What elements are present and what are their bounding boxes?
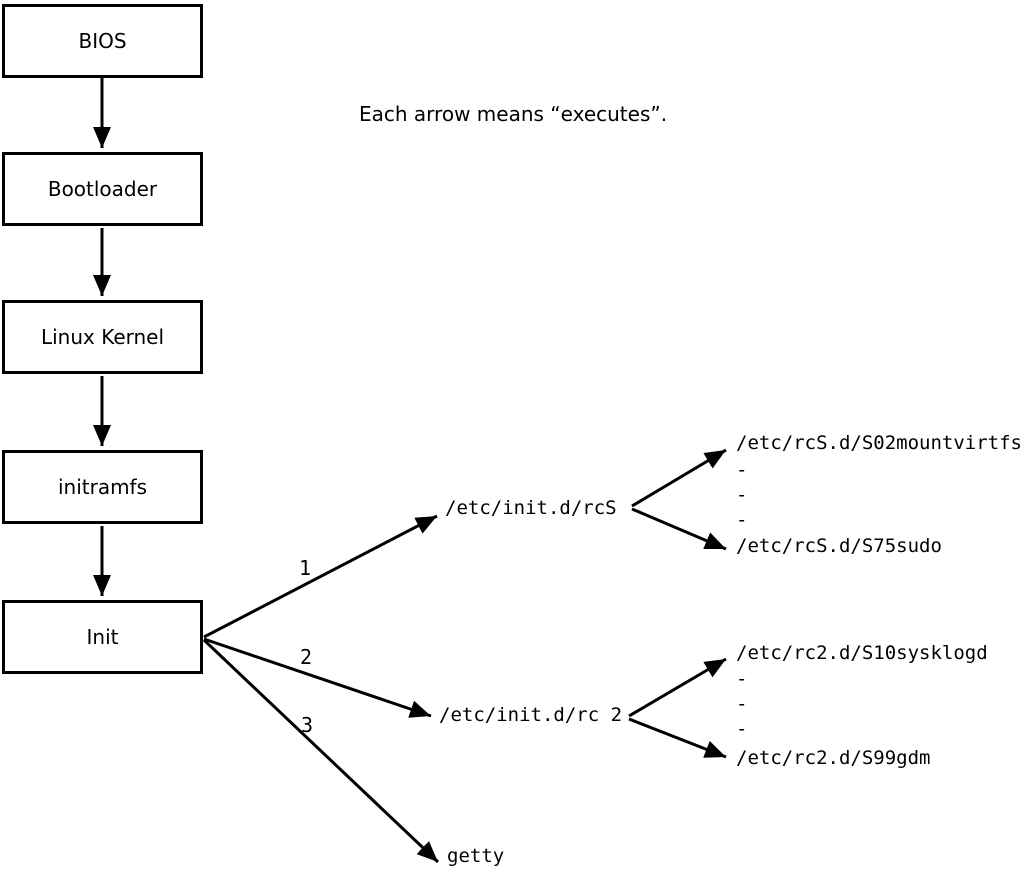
rc2-script-label: /etc/init.d/rc 2 <box>439 704 623 726</box>
rcs-ellipsis-dash: - <box>736 484 748 506</box>
rc2-child-last: /etc/rc2.d/S99gdm <box>736 747 931 769</box>
rc2-ellipsis-dash: - <box>736 693 748 715</box>
arrow-rcs-to-s02mountvirtfs <box>631 448 727 508</box>
arrow-init-to-rc2 <box>203 637 432 718</box>
flow-box-initramfs-label: initramfs <box>57 475 148 499</box>
flow-box-bios: BIOS <box>2 4 203 78</box>
rcs-ellipsis-dash: - <box>736 459 748 481</box>
arrow-rc2-to-s99gdm <box>628 717 727 759</box>
rcs-script-label: /etc/init.d/rcS <box>445 497 617 519</box>
rc2-ellipsis-dash: - <box>736 718 748 740</box>
rcs-child-first: /etc/rcS.d/S02mountvirtfs <box>736 432 1022 454</box>
arrow-init-to-getty <box>202 638 440 864</box>
legend-text: Each arrow means “executes”. <box>359 102 668 126</box>
flow-box-linux-kernel-label: Linux Kernel <box>40 325 165 349</box>
flow-box-bios-label: BIOS <box>78 29 127 53</box>
flow-box-initramfs: initramfs <box>2 450 203 524</box>
flow-box-linux-kernel: Linux Kernel <box>2 300 203 374</box>
arrow-rc2-to-s10sysklogd <box>628 657 727 718</box>
flow-box-init-label: Init <box>86 625 119 649</box>
rc2-ellipsis-dash: - <box>736 668 748 690</box>
arrow-init-to-rcs <box>203 514 438 639</box>
rc2-child-first: /etc/rc2.d/S10sysklogd <box>736 642 988 664</box>
branch-number-1: 1 <box>299 556 312 580</box>
arrow-rcs-to-s75sudo <box>631 507 727 551</box>
getty-label: getty <box>447 845 505 867</box>
rcs-ellipsis-dash: - <box>736 509 748 531</box>
branch-number-2: 2 <box>300 645 313 669</box>
flow-box-bootloader: Bootloader <box>2 152 203 226</box>
flow-box-init: Init <box>2 600 203 674</box>
rcs-child-last: /etc/rcS.d/S75sudo <box>736 535 942 557</box>
branch-number-3: 3 <box>301 713 314 737</box>
flow-box-bootloader-label: Bootloader <box>47 177 158 201</box>
